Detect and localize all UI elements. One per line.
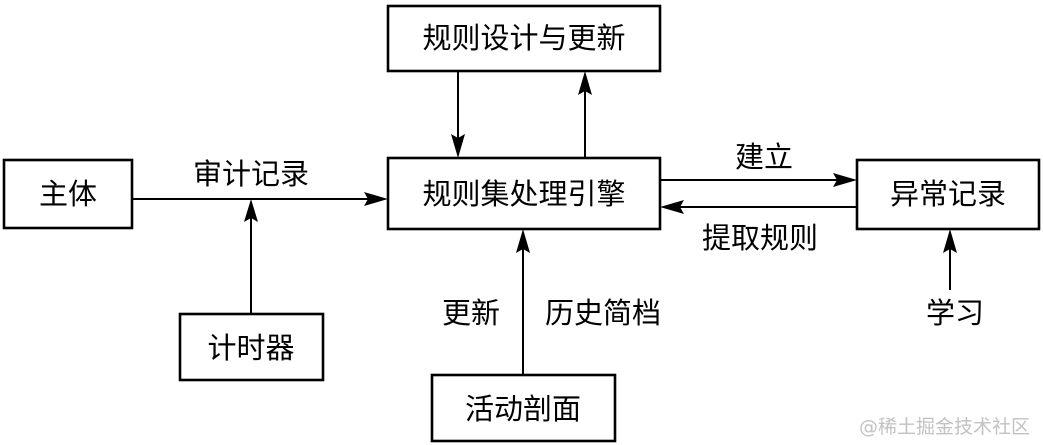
subject-label: 主体 [39,177,97,211]
extract-rules-arrow [660,200,857,214]
rule-design-to-engine-arrow [451,71,465,158]
activity-profile-arrow [516,229,530,375]
establish-text: 建立 [735,140,793,174]
timer-box: 计时器 [178,312,325,382]
update-text: 更新 [442,296,500,330]
subject-box: 主体 [2,158,134,230]
rule-design-label: 规则设计与更新 [422,21,625,55]
engine-box: 规则集处理引擎 [386,156,662,231]
timer-arrow [244,199,258,314]
activity-profile-box: 活动剖面 [430,373,617,443]
establish-arrow [660,173,857,187]
audit-record-arrow [132,192,388,206]
anomaly-record-label: 异常记录 [890,177,1006,211]
anomaly-record-box: 异常记录 [855,158,1041,231]
learning-text: 学习 [926,296,984,330]
history-profile-text: 历史简档 [545,296,661,330]
audit-record-text: 审计记录 [193,157,309,191]
extract-rules-text: 提取规则 [702,221,818,255]
engine-label: 规则集处理引擎 [422,177,625,211]
timer-label: 计时器 [207,331,294,365]
watermark-text: @稀土掘金技术社区 [859,416,1030,438]
learning-arrow [943,229,957,290]
rule-design-box: 规则设计与更新 [386,4,662,73]
engine-to-rule-design-arrow [578,71,592,158]
activity-profile-label: 活动剖面 [465,392,581,426]
